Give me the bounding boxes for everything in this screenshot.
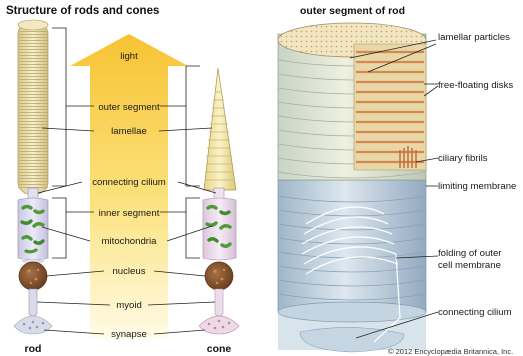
label-folding-line2: cell membrane	[438, 260, 501, 271]
label-nucleus: nucleus	[112, 266, 145, 277]
label-synapse: synapse	[111, 329, 147, 340]
left-title: Structure of rods and cones	[6, 5, 159, 17]
label-connecting-cilium-center: connecting cilium	[92, 177, 166, 188]
credit-text: © 2012 Encyclopædia Britannica, Inc.	[388, 347, 513, 356]
right-title: outer segment of rod	[300, 5, 405, 17]
label-outer-segment: outer segment	[98, 102, 160, 113]
label-connecting-cilium-right: connecting cilium	[438, 307, 512, 318]
label-free-floating-disks: free-floating disks	[438, 80, 513, 91]
rod-outer-segment-detail	[278, 23, 426, 352]
label-inner-segment: inner segment	[99, 208, 160, 219]
label-ciliary-fibrils: ciliary fibrils	[438, 153, 488, 164]
rod-cell	[14, 20, 52, 334]
label-myoid: myoid	[116, 300, 142, 311]
label-mitochondria: mitochondria	[102, 236, 158, 247]
label-limiting-membrane: limiting membrane	[438, 181, 516, 192]
label-rod: rod	[25, 343, 42, 355]
label-cone: cone	[207, 343, 232, 355]
cone-cell	[199, 68, 239, 334]
label-lamellar-particles: lamellar particles	[438, 32, 510, 43]
label-lamellae: lamellae	[111, 126, 147, 137]
light-label: light	[120, 51, 138, 62]
label-folding-line1: folding of outer	[438, 248, 502, 259]
